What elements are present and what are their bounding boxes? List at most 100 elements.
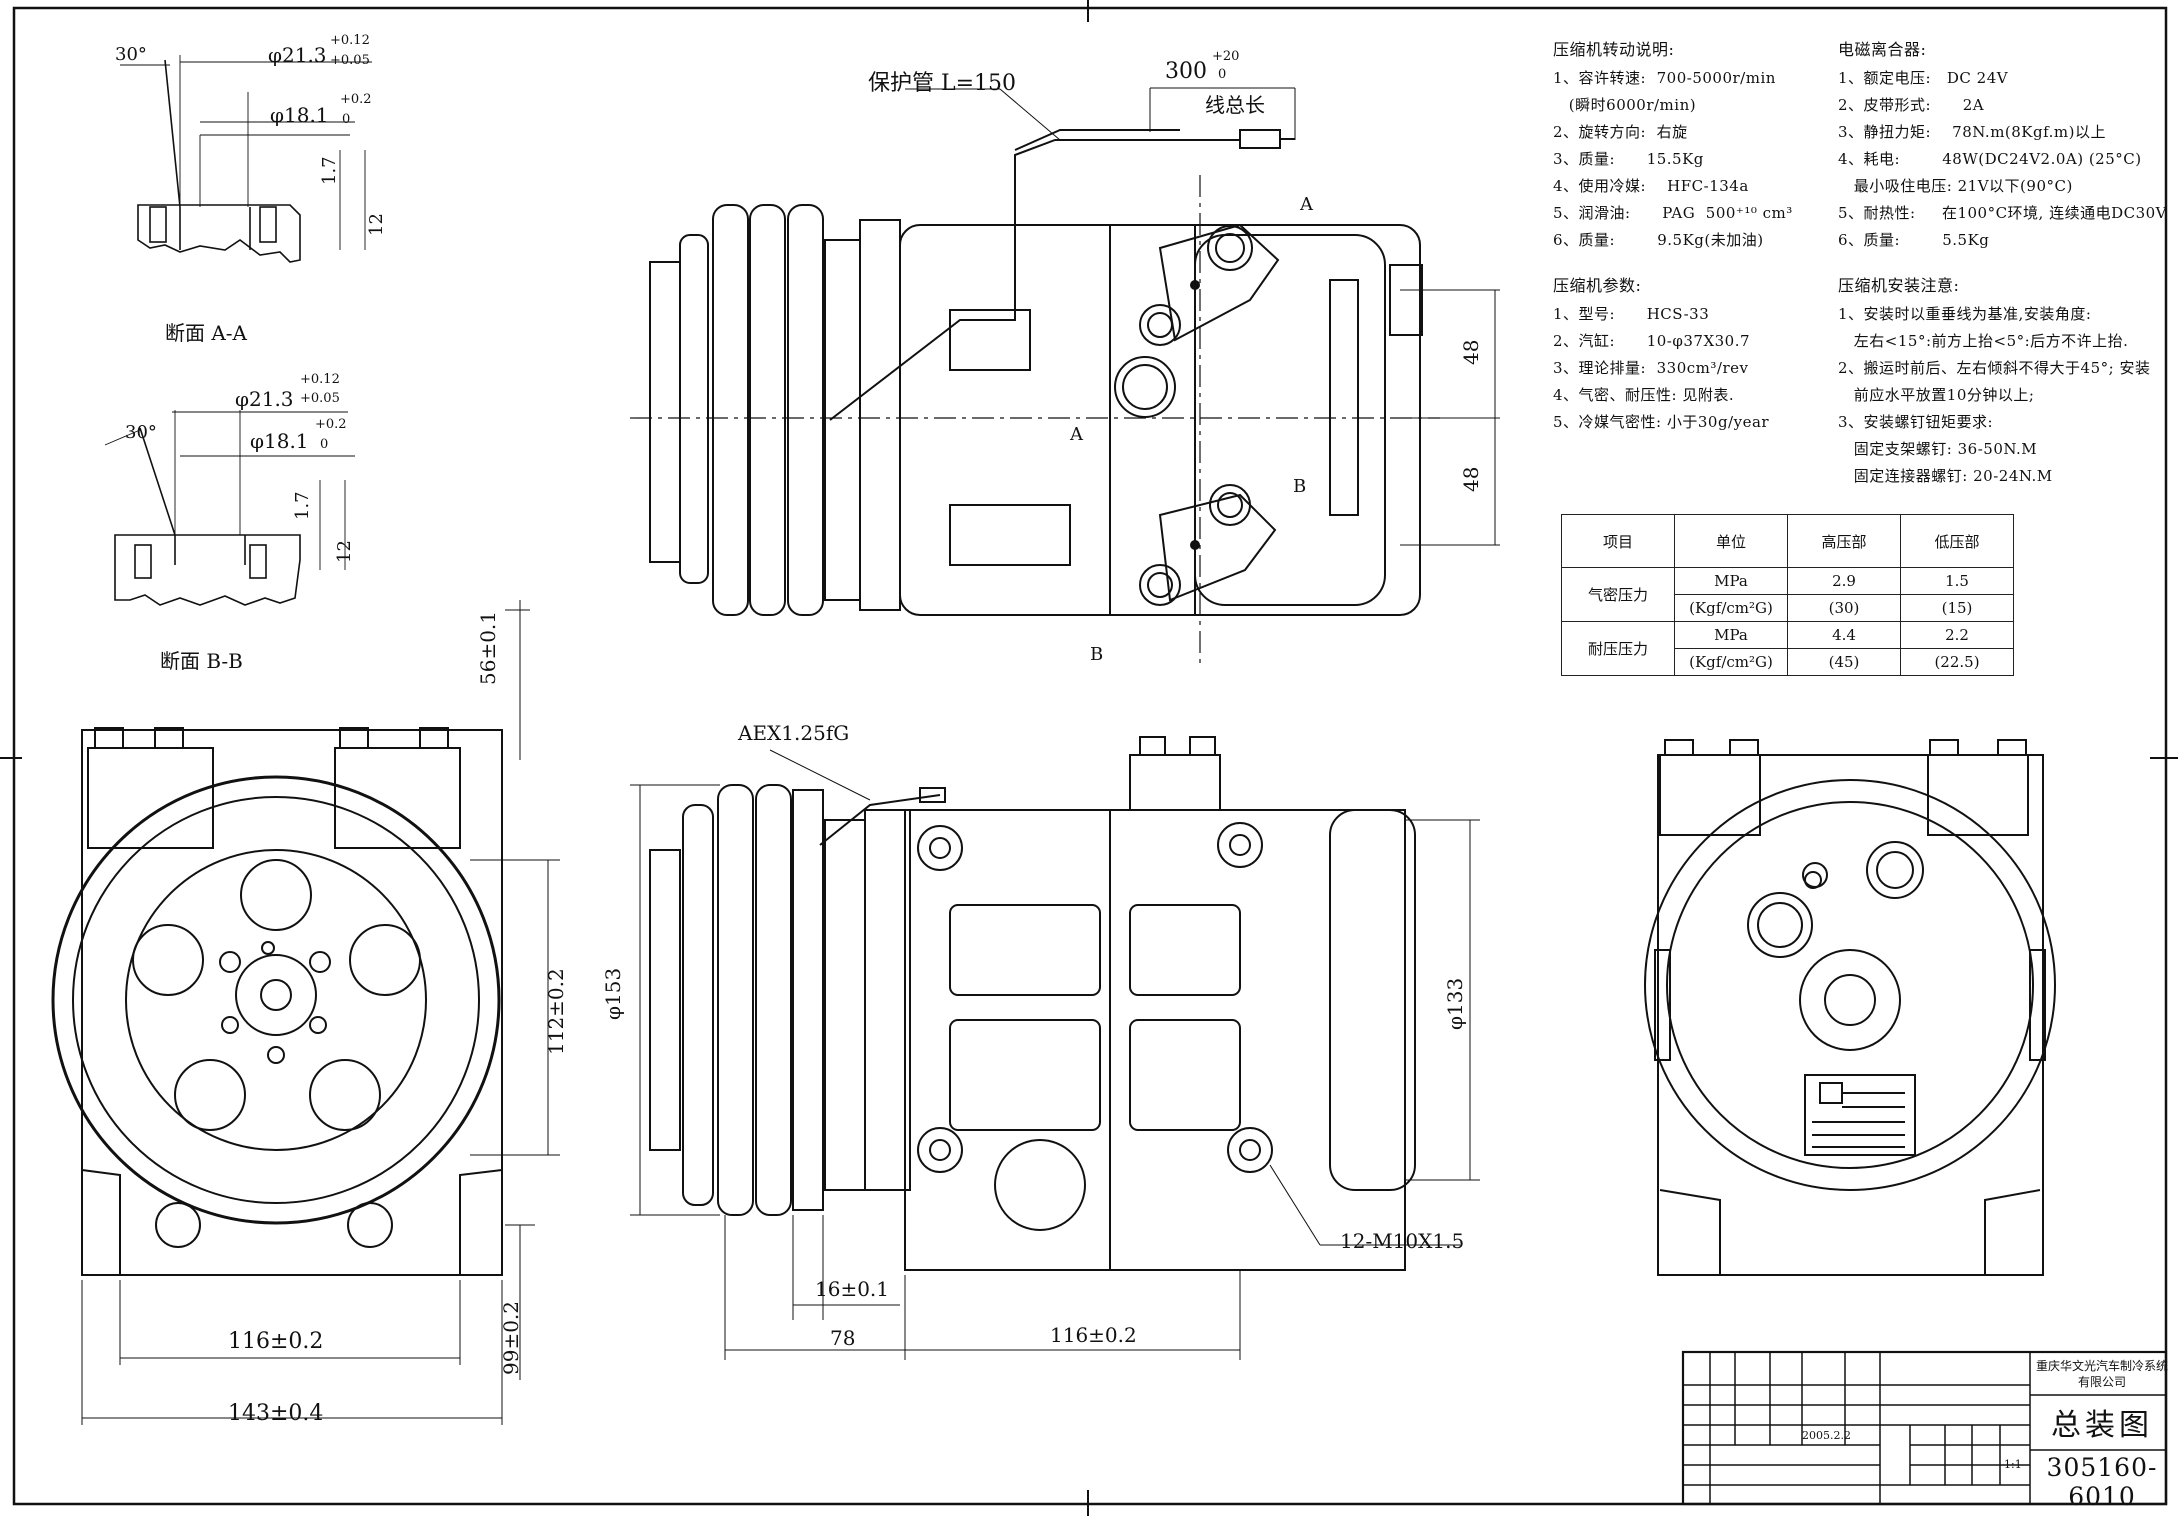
notes-compressor-line: 6、质量: 9.5Kg(未加油) [1553, 231, 1764, 249]
notes-clutch-line: 2、皮带形式: 2A [1838, 96, 1985, 114]
notes-clutch-line: 3、静扭力矩: 78N.m(8Kgf.m)以上 [1838, 123, 2106, 141]
table-cell: 2.2 [1900, 621, 2014, 649]
notes-compressor-line: 5、润滑油: PAG 500⁺¹⁰ cm³ [1553, 204, 1793, 222]
section-a-d2: φ18.1 [270, 103, 329, 127]
title-block-drawing-number: 305160-6010 [2046, 1453, 2158, 1511]
rear-view-drawing [1644, 739, 2056, 1276]
notes-compressor-line: 4、使用冷媒: HFC-134a [1553, 177, 1749, 195]
dim-16: 16±0.1 [815, 1277, 889, 1301]
table-cell: MPa [1674, 567, 1788, 595]
section-b-d1-tol: +0.12 [300, 372, 340, 387]
notes-install-line: 固定连接器螺钉: 20-24N.M [1838, 467, 2053, 485]
notes-params: 压缩机参数: 1、型号: HCS-33 2、汽缸: 10-φ37X30.7 3、… [1553, 272, 1769, 436]
section-a-d2-tol: +0.2 [340, 92, 372, 107]
dim-99: 99±0.2 [499, 1301, 523, 1375]
section-mark-b-right: B [1293, 476, 1306, 497]
dim-133: φ133 [1443, 978, 1467, 1030]
notes-params-line: 4、气密、耐压性: 见附表. [1553, 386, 1735, 404]
table-header: 低压部 [1900, 514, 2014, 568]
notes-clutch: 电磁离合器: 1、额定电压: DC 24V 2、皮带形式: 2A 3、静扭力矩:… [1838, 36, 2167, 254]
notes-clutch-line: 1、额定电压: DC 24V [1838, 69, 2009, 87]
wire-length: 300 [1165, 59, 1207, 84]
wire-length-tol2: 0 [1218, 67, 1226, 82]
section-b-d2-tol: +0.2 [315, 417, 347, 432]
table-cell: 4.4 [1787, 621, 1901, 649]
notes-compressor-line: 3、质量: 15.5Kg [1553, 150, 1704, 168]
table-cell: (30) [1787, 594, 1901, 622]
notes-install-line: 左右<15°:前方上抬<5°:后方不许上抬. [1838, 332, 2129, 350]
table-header: 单位 [1674, 514, 1788, 568]
title-block-company: 重庆华文光汽车制冷系统有限公司 [2035, 1359, 2168, 1389]
dim-48-lower: 48 [1459, 467, 1483, 492]
table-cell: (15) [1900, 594, 2014, 622]
title-block-grid [1681, 1350, 2168, 1506]
section-b-h2: 12 [334, 540, 355, 563]
notes-install: 压缩机安装注意: 1、安装时以重垂线为基准,安装角度: 左右<15°:前方上抬<… [1838, 272, 2150, 490]
dim-143: 143±0.4 [228, 1401, 323, 1426]
notes-clutch-line: 4、耗电: 48W(DC24V2.0A) (25°C) [1838, 150, 2142, 168]
section-b-h1: 1.7 [292, 491, 313, 520]
side-view-dimensions [630, 749, 1480, 1360]
section-b-title: 断面 B-B [160, 649, 243, 673]
wire-length-tol: +20 [1212, 49, 1239, 64]
dim-116-front: 116±0.2 [228, 1329, 323, 1354]
table-cell: (45) [1787, 648, 1901, 676]
notes-install-line: 2、搬运时前后、左右倾斜不得大于45°; 安装 [1838, 359, 2151, 377]
front-view-drawing [51, 727, 503, 1276]
section-b-d2: φ18.1 [250, 429, 309, 453]
section-a-angle: 30° [115, 44, 147, 65]
title-block-date: 2005.2.2 [1802, 1429, 1851, 1442]
section-b-d1: φ21.3 [235, 387, 294, 411]
dim-48-upper: 48 [1459, 340, 1483, 365]
dim-112: 112±0.2 [544, 968, 568, 1055]
dim-153: φ153 [601, 968, 625, 1020]
section-a-title: 断面 A-A [165, 321, 248, 345]
top-view-dimensions [905, 87, 1500, 546]
notes-install-line: 前应水平放置10分钟以上; [1838, 386, 2035, 404]
side-view-drawing [649, 736, 1416, 1271]
connector-label: AEX1.25fG [737, 721, 849, 745]
section-a-a-drawing [120, 55, 372, 263]
notes-clutch-line: 5、耐热性: 在100°C环境, 连续通电DC30V [1838, 204, 2168, 222]
notes-install-line: 固定支架螺钉: 36-50N.M [1838, 440, 2038, 458]
notes-params-heading: 压缩机参数: [1553, 276, 1642, 295]
notes-clutch-line: 6、质量: 5.5Kg [1838, 231, 1990, 249]
table-cell: 耐压压力 [1561, 621, 1675, 676]
section-mark-a-top: A [1299, 194, 1314, 215]
pressure-spec-table: 项目 单位 高压部 低压部 气密压力 MPa 2.9 1.5 (Kgf/cm²G… [1561, 514, 2014, 676]
hose-label: 保护管 L=150 [868, 71, 1016, 96]
table-cell: MPa [1674, 621, 1788, 649]
section-a-h1: 1.7 [319, 156, 340, 185]
section-a-d1-tol: +0.12 [330, 33, 370, 48]
table-header: 高压部 [1787, 514, 1901, 568]
dim-56: 56±0.1 [476, 611, 500, 685]
table-cell: 2.9 [1787, 567, 1901, 595]
notes-clutch-heading: 电磁离合器: [1838, 40, 1927, 59]
section-a-d1-tol2: +0.05 [330, 53, 370, 68]
sheet-border [12, 6, 2168, 1506]
section-b-b-drawing [104, 410, 355, 606]
notes-compressor-heading: 压缩机转动说明: [1553, 40, 1675, 59]
table-cell: (Kgf/cm²G) [1674, 594, 1788, 622]
section-a-d2-tol2: 0 [342, 112, 350, 127]
notes-install-heading: 压缩机安装注意: [1838, 276, 1960, 295]
table-header: 项目 [1561, 514, 1675, 568]
notes-compressor-line: (瞬时6000r/min) [1553, 96, 1697, 114]
notes-compressor-line: 1、容许转速: 700-5000r/min [1553, 69, 1776, 87]
title-block-scale: 1:1 [2004, 1458, 2022, 1471]
table-cell: 1.5 [1900, 567, 2014, 595]
notes-params-line: 2、汽缸: 10-φ37X30.7 [1553, 332, 1751, 350]
notes-install-line: 1、安装时以重垂线为基准,安装角度: [1838, 305, 2092, 323]
notes-clutch-line: 最小吸住电压: 21V以下(90°C) [1838, 177, 2073, 195]
top-view-drawing [630, 129, 1440, 665]
wire-length-label: 线总长 [1205, 93, 1265, 117]
section-b-d1-tol2: +0.05 [300, 391, 340, 406]
section-mark-b-bottom: B [1090, 644, 1103, 665]
notes-compressor-line: 2、旋转方向: 右旋 [1553, 123, 1688, 141]
notes-compressor: 压缩机转动说明: 1、容许转速: 700-5000r/min (瞬时6000r/… [1553, 36, 1793, 254]
notes-params-line: 5、冷媒气密性: 小于30g/year [1553, 413, 1770, 431]
dim-116-side: 116±0.2 [1050, 1323, 1137, 1347]
notes-params-line: 1、型号: HCS-33 [1553, 305, 1710, 323]
